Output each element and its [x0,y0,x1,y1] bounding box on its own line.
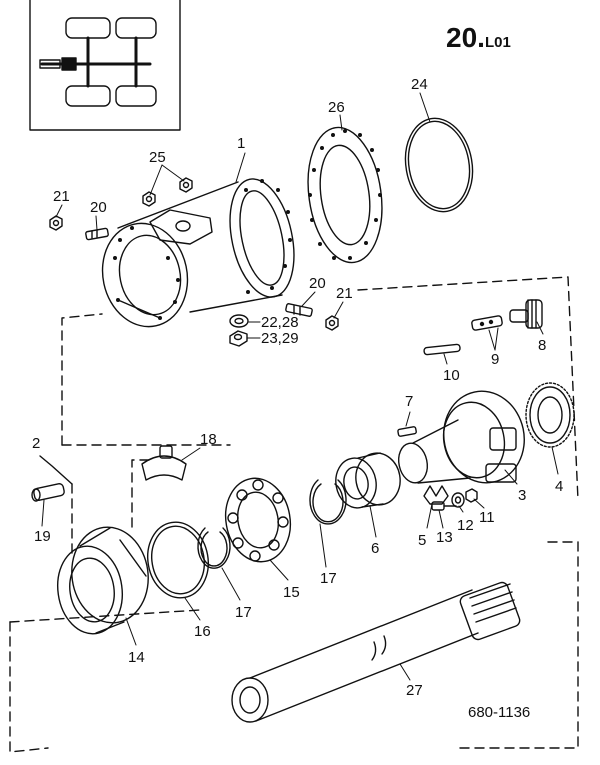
drawing-reference-id: 680-1136 [468,704,531,721]
callout-18: 18 [200,431,217,448]
dowel-pins-9 [471,315,503,331]
sun-gear-4 [525,382,575,448]
stud-20-right [285,303,313,317]
lock-plate-18 [141,445,187,481]
bearing-15 [224,477,292,563]
page-code-sub: L01 [484,34,511,51]
page-section-code: 20.L01 [446,24,511,52]
callout-19: 19 [34,528,51,545]
vehicle-locator-inset [29,0,181,131]
bolt-19 [31,483,65,502]
callout-6: 6 [371,540,380,557]
callout-23-29: 23,29 [261,330,299,347]
spring-pin-10 [423,343,461,356]
axle-housing-1 [101,178,295,328]
gasket-ring-26 [307,126,383,264]
callout-7: 7 [405,393,414,410]
callout-9: 9 [491,351,500,368]
callout-20-top: 20 [90,199,107,216]
callout-1: 1 [237,135,246,152]
nuts-25 [142,177,193,207]
snap-ring-17-left [197,527,231,569]
planet-carrier-3 [397,390,525,484]
o-ring-24 [404,117,474,213]
stud-20-left [85,227,109,241]
callout-21-right: 21 [336,285,353,302]
nut-11 [465,488,478,503]
callout-16: 16 [194,623,211,640]
nut-23 [229,330,248,347]
callout-11: 11 [479,509,495,526]
washer-22 [229,314,249,328]
callout-8: 8 [538,337,547,354]
callout-27: 27 [406,682,423,699]
callout-10: 10 [443,367,460,384]
axle-shaft-27 [231,581,521,723]
callout-24: 24 [411,76,428,93]
lock-ring-16 [147,521,209,599]
pinion-shaft-8 [509,299,543,329]
leader-lines [41,92,559,681]
page-code-main: 20. [446,22,485,53]
callout-20-right: 20 [309,275,326,292]
callout-3: 3 [518,487,527,504]
callout-13: 13 [436,529,453,546]
assembly-dashed-outline [9,276,579,753]
callout-2: 2 [32,435,41,452]
snap-ring-17-right [309,479,347,525]
callout-5: 5 [418,532,427,549]
callout-4: 4 [555,478,564,495]
leader-line-2 [39,455,73,485]
callout-22-28: 22,28 [261,314,299,331]
nut-21-left [49,215,63,231]
nut-21-right [325,315,339,331]
callout-12: 12 [457,517,474,534]
pin-7 [397,426,417,437]
callout-25: 25 [149,149,166,166]
hub-14 [57,526,149,635]
washer-12 [451,492,465,508]
callout-15: 15 [283,584,300,601]
callout-17-left: 17 [235,604,252,621]
callout-21-top: 21 [53,188,70,205]
callout-26: 26 [328,99,345,116]
callout-17-right: 17 [320,570,337,587]
bushing-6 [335,452,401,509]
callout-14: 14 [128,649,145,666]
